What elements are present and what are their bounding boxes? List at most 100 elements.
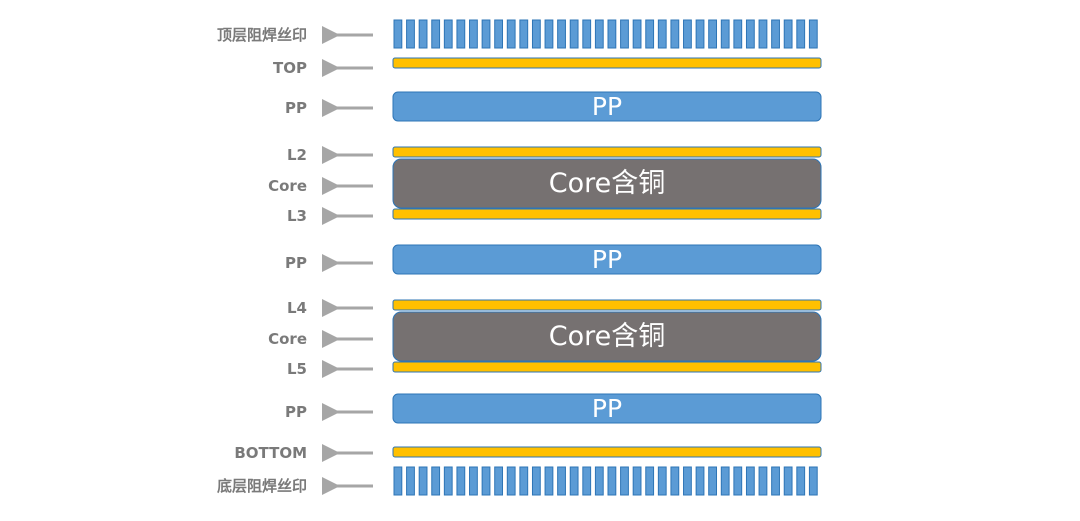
side-label-l2: L2 <box>287 146 307 164</box>
side-label-pp: PP <box>285 403 307 421</box>
copper-layer-bottom <box>392 446 822 458</box>
solder-mask-segment <box>808 466 818 496</box>
layer-row-7: L4 <box>287 299 822 317</box>
solder-mask-segment <box>771 19 780 49</box>
solder-mask-segment <box>796 466 806 496</box>
solder-mask-segment <box>506 466 516 496</box>
solder-mask-segment <box>418 19 428 49</box>
solder-mask-segment <box>708 19 718 49</box>
solder-mask-segment <box>645 466 655 496</box>
copper-layer-top <box>392 57 822 69</box>
bottom-solder-mask-layer <box>393 466 818 496</box>
layer-row-10: PP PP <box>285 393 822 424</box>
side-label-pp: PP <box>285 254 307 272</box>
prepreg-layer <box>392 244 822 275</box>
solder-mask-segment <box>456 19 466 49</box>
solder-mask-segment <box>418 466 428 496</box>
solder-mask-segment <box>469 466 478 496</box>
solder-mask-segment <box>594 466 604 496</box>
copper-layer-l3 <box>392 208 822 220</box>
side-label-core: Core <box>268 177 307 195</box>
solder-mask-segment <box>531 19 541 49</box>
top-solder-mask-layer <box>393 19 818 49</box>
layer-row-4: Core Core含铜 <box>268 158 822 209</box>
solder-mask-segment <box>670 19 680 49</box>
solder-mask-segment <box>708 466 718 496</box>
solder-mask-segment <box>557 19 566 49</box>
layer-row-9: L5 <box>287 360 822 378</box>
solder-mask-segment <box>569 19 579 49</box>
solder-mask-segment <box>594 19 604 49</box>
copper-layer-l2 <box>392 146 822 158</box>
side-label-bottom-solder-mask: 底层阻焊丝印 <box>217 477 307 495</box>
copper-layer-l4 <box>392 299 822 311</box>
solder-mask-segment <box>406 466 415 496</box>
solder-mask-segment <box>720 466 730 496</box>
solder-mask-segment <box>683 19 692 49</box>
solder-mask-segment <box>557 466 566 496</box>
side-label-l4: L4 <box>287 299 307 317</box>
layer-row-0: 顶层阻焊丝印 <box>217 19 818 49</box>
solder-mask-segment <box>393 466 403 496</box>
side-label-l3: L3 <box>287 207 307 225</box>
solder-mask-segment <box>494 19 504 49</box>
solder-mask-segment <box>481 466 491 496</box>
core-layer-label: Core含铜 <box>549 168 666 199</box>
side-label-pp: PP <box>285 99 307 117</box>
solder-mask-segment <box>494 466 504 496</box>
side-label-top-solder-mask: 顶层阻焊丝印 <box>217 26 307 44</box>
solder-mask-segment <box>632 466 642 496</box>
solder-mask-segment <box>431 466 441 496</box>
solder-mask-segment <box>796 19 806 49</box>
solder-mask-segment <box>783 19 793 49</box>
core-layer <box>392 158 822 209</box>
prepreg-layer-label: PP <box>592 394 622 423</box>
prepreg-layer <box>392 91 822 122</box>
solder-mask-segment <box>443 19 453 49</box>
layer-row-3: L2 <box>287 146 822 164</box>
solder-mask-segment <box>443 466 453 496</box>
solder-mask-segment <box>393 19 403 49</box>
solder-mask-segment <box>733 19 743 49</box>
solder-mask-segment <box>582 466 592 496</box>
solder-mask-segment <box>657 466 667 496</box>
solder-mask-segment <box>456 466 466 496</box>
solder-mask-segment <box>758 466 768 496</box>
solder-mask-segment <box>544 19 554 49</box>
layer-row-11: BOTTOM <box>234 444 822 462</box>
layer-row-5: L3 <box>287 207 822 225</box>
solder-mask-segment <box>431 19 441 49</box>
solder-mask-segment <box>569 466 579 496</box>
solder-mask-segment <box>771 466 780 496</box>
solder-mask-segment <box>745 19 755 49</box>
prepreg-layer-label: PP <box>592 245 622 274</box>
layer-row-1: TOP <box>273 57 822 77</box>
layer-row-12: 底层阻焊丝印 <box>217 466 818 496</box>
solder-mask-segment <box>531 466 541 496</box>
solder-mask-segment <box>683 466 692 496</box>
copper-layer-l5 <box>392 361 822 373</box>
solder-mask-segment <box>519 19 529 49</box>
solder-mask-segment <box>632 19 642 49</box>
solder-mask-segment <box>620 466 629 496</box>
solder-mask-segment <box>657 19 667 49</box>
solder-mask-segment <box>720 19 730 49</box>
solder-mask-segment <box>481 19 491 49</box>
side-label-l5: L5 <box>287 360 307 378</box>
solder-mask-segment <box>808 19 818 49</box>
solder-mask-segment <box>670 466 680 496</box>
solder-mask-segment <box>695 19 705 49</box>
solder-mask-segment <box>695 466 705 496</box>
solder-mask-segment <box>544 466 554 496</box>
side-label-bottom: BOTTOM <box>234 444 307 462</box>
solder-mask-segment <box>607 466 617 496</box>
solder-mask-segment <box>519 466 529 496</box>
solder-mask-segment <box>406 19 415 49</box>
core-layer-label: Core含铜 <box>549 321 666 352</box>
core-layer <box>392 311 822 362</box>
solder-mask-segment <box>783 466 793 496</box>
